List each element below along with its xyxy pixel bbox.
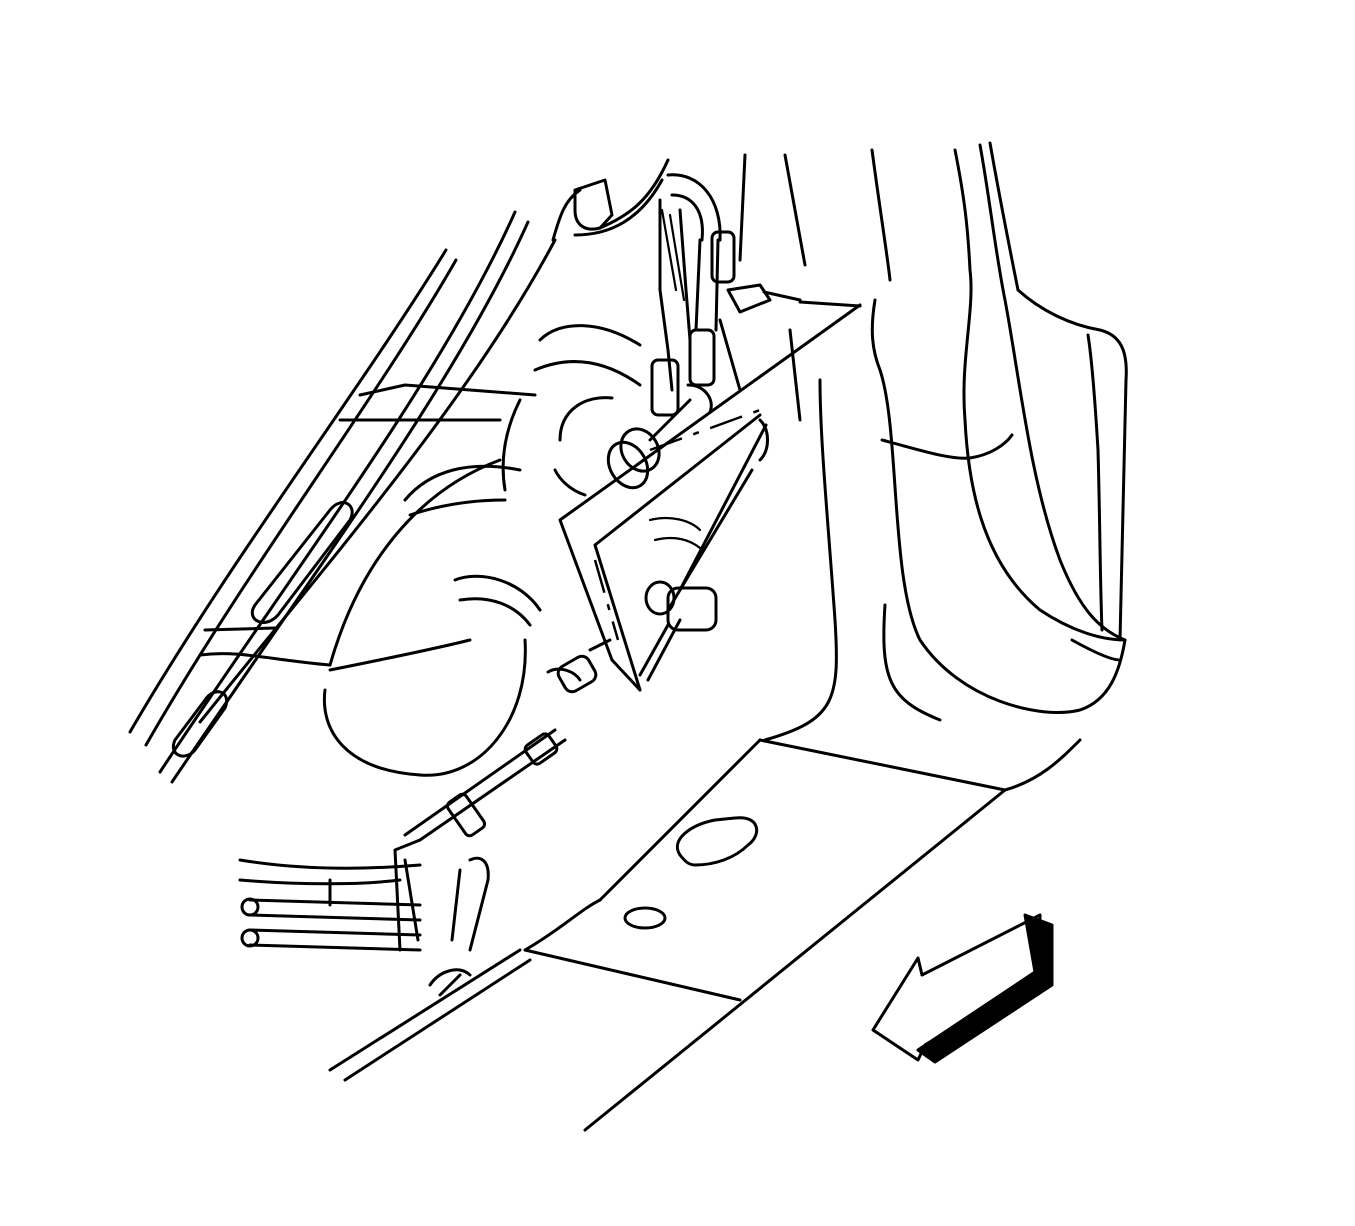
frame-rail-slots [171, 501, 354, 758]
fuel-tank-body [322, 324, 642, 777]
upper-bracket [573, 158, 670, 237]
detail-callout [558, 303, 862, 692]
hose-assembly-upper [650, 173, 862, 417]
center-fitting [606, 398, 692, 490]
lower-connector [546, 638, 612, 694]
center-body-structure [718, 141, 1128, 742]
floor-holes [623, 816, 759, 930]
lower-brake-line [393, 728, 567, 952]
left-frame-rails [128, 188, 582, 784]
rocker-floor-panel [328, 738, 1082, 1132]
lower-left-pipes [238, 858, 422, 952]
direction-arrow-icon [871, 913, 1054, 1064]
brake-line-clip [638, 418, 769, 682]
